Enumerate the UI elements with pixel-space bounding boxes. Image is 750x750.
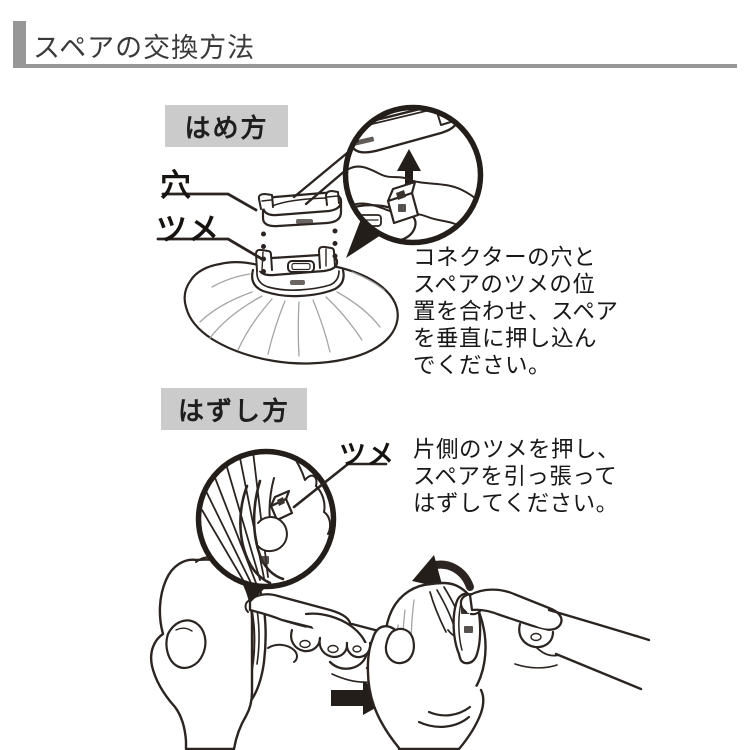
pressing-fingertip (257, 516, 288, 553)
detach-section-badge: はずし方 (161, 388, 307, 430)
arm-line (554, 652, 643, 691)
pulling-hand (459, 588, 651, 691)
hole-leader-line (161, 192, 258, 212)
tab-leader-line (292, 462, 388, 509)
tab-label-detach: ツメ (339, 440, 395, 471)
hole-label: 穴 (160, 168, 191, 204)
pull-rotate-arrow-icon (412, 555, 474, 591)
push-tab-figure (149, 553, 457, 750)
page-title: スペアの交換方法 (33, 33, 256, 64)
arm-line (547, 608, 651, 642)
duster-body (183, 261, 399, 365)
connector-hole-left (257, 193, 274, 210)
attach-instruction-text: コネクターの穴と スペアのツメの位 置を合わせ、スペア を垂直に押し込ん でくだ… (413, 245, 619, 379)
brand-mark (290, 280, 305, 285)
detach-illustration (149, 448, 651, 750)
thumb (384, 627, 415, 665)
detach-instruction-text: 片側のツメを押し、 スペアを引っ張って はずしてください。 (413, 437, 621, 517)
connector (257, 190, 343, 228)
attach-illustration (156, 104, 484, 365)
attach-section-badge: はめ方 (165, 105, 288, 147)
tab-leader-line (156, 237, 264, 261)
spare-base-plate (251, 245, 345, 298)
title-accent-bar (13, 21, 26, 64)
spare-tab-right (318, 245, 336, 269)
magnifier-detach (195, 448, 337, 602)
magnified-duster-edge (280, 454, 331, 535)
holding-hand (366, 625, 485, 750)
title-underline (13, 64, 737, 68)
magnified-spare-tab (386, 180, 420, 225)
brand-mark (296, 219, 313, 224)
thumb (165, 619, 207, 670)
tab-label-attach: ツメ (156, 212, 220, 248)
pull-out-figure (366, 555, 651, 750)
connector-hole-right (325, 190, 340, 206)
magnified-tab (269, 489, 294, 522)
magnifier-attach (342, 104, 484, 258)
holding-hand (149, 553, 254, 750)
